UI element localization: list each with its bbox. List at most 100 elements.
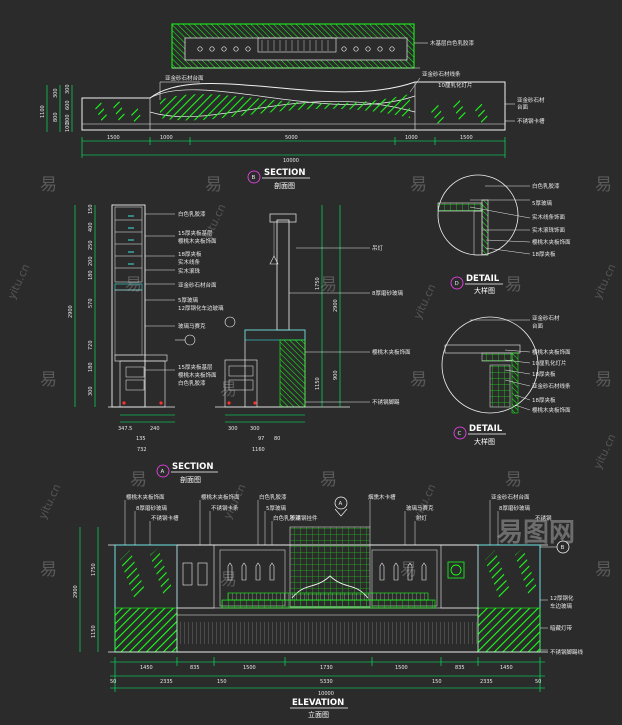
sb-dim: 400 xyxy=(88,222,94,232)
watermark: 易 xyxy=(320,275,337,295)
counter-top-glass xyxy=(244,329,306,341)
elev-vdim: 1150 xyxy=(91,625,97,638)
watermark: 易 xyxy=(40,370,57,390)
sb-mid-dim: 1750 xyxy=(315,277,321,290)
sb-mid-label: 吊灯 xyxy=(372,244,384,252)
sb-mid-dim: 2900 xyxy=(333,299,339,312)
elev-dim-lines xyxy=(79,527,545,692)
elev-bottles xyxy=(227,562,427,581)
counter-drawer xyxy=(228,365,254,377)
sb-dim: 1160 xyxy=(252,447,265,453)
detail-d-subheading: 大样图 xyxy=(474,286,495,295)
counter-glass-hatch xyxy=(160,94,410,121)
elev-door-handle xyxy=(182,562,193,586)
label-plan-right-2: 10厘乳化灯片 xyxy=(438,81,473,89)
detail-d-panel xyxy=(481,199,489,256)
elev-label: 玻璃马赛克 xyxy=(406,504,434,512)
watermark: 易 xyxy=(595,370,612,390)
counter-right-wing xyxy=(414,81,506,131)
dc-label: 亚金砂石材 xyxy=(532,314,560,322)
plan-dim: 1000 xyxy=(405,135,418,141)
detail-d-leaders xyxy=(469,185,531,255)
sb-dim: 97 xyxy=(258,436,264,442)
elevation-subheading: 立面图 xyxy=(308,710,329,719)
elev-label: 不锈钢 xyxy=(535,514,552,522)
label-plan-far-right-2: 台面 xyxy=(517,103,529,111)
plan-vdim: 800 xyxy=(53,112,59,122)
elev-dim: 1730 xyxy=(320,665,333,671)
detail-d-shelf xyxy=(437,202,483,212)
label-plan-left: 亚金砂石材台面 xyxy=(165,74,204,82)
detail-d-heading: DETAIL xyxy=(466,274,500,284)
watermark: 易 xyxy=(220,380,237,400)
section-a-letter: A xyxy=(161,469,165,475)
detail-c-subheading: 大样图 xyxy=(474,437,495,446)
watermark-url: yitu.cn xyxy=(36,482,64,521)
watermark-url: yitu.cn xyxy=(591,432,619,471)
watermark: 易 xyxy=(130,470,147,490)
plan-dim-total: 10000 xyxy=(283,158,299,164)
dc-label: 18厚夹板 xyxy=(532,396,556,404)
label-plan-right-1: 亚金砂石材线条 xyxy=(422,70,461,78)
elev-label: 不锈钢卡条 xyxy=(211,504,239,512)
sb-label: 玻璃马赛克 xyxy=(178,322,206,330)
detail-c-circle xyxy=(441,316,539,414)
dd-label: 18厚夹板 xyxy=(532,250,556,258)
cabinet-foot-marker xyxy=(159,401,163,405)
elevation-heading: ELEVATION xyxy=(292,698,344,708)
watermark: 易 xyxy=(40,560,57,580)
plan-dim: 1500 xyxy=(460,135,473,141)
watermark: 易 xyxy=(125,275,142,295)
detail-d: 白色乳胶漆 5厚玻璃 实木线条饰面 实木滚珠饰面 樱桃木夹板饰面 18厚夹板 D… xyxy=(437,174,571,295)
sb-dim: 240 xyxy=(150,426,160,432)
sb-dim: 720 xyxy=(88,340,94,350)
cabinet-mid xyxy=(114,289,143,356)
detail-callout-d xyxy=(224,316,236,328)
detail-c-mosaic xyxy=(489,364,511,408)
plan-vdim: 300 xyxy=(53,88,59,98)
counter-pattern-right xyxy=(430,96,489,126)
elev-glass-hatch xyxy=(120,550,145,600)
sb-label: 实木滚珠 xyxy=(178,267,201,275)
plan-header-slats xyxy=(261,40,329,51)
dc-label: 18厚夹板 xyxy=(532,370,556,378)
sb-label: 5厚玻璃 xyxy=(178,296,198,304)
section-a-title: A SECTION 剖面图 xyxy=(156,462,218,484)
top-plan: 木基层白色乳胶漆 亚金砂石材台面 亚金砂石材线条 10厘乳化灯片 亚金砂石材 台… xyxy=(40,23,545,164)
detail-d-letter: D xyxy=(455,281,459,287)
elev-counter-top xyxy=(221,599,436,609)
elev-label: 烟熏木卡槽 xyxy=(368,493,396,501)
elev-counter-slats xyxy=(177,622,478,644)
plan-dim: 5000 xyxy=(285,135,298,141)
section-b-letter: B xyxy=(252,175,256,181)
sb-mid-dim: 900 xyxy=(333,370,339,380)
elev-right-label: 不锈钢脚踢线 xyxy=(550,648,584,656)
sb-dim: 570 xyxy=(88,298,94,308)
section-b-column: 1150 1750 900 2900 300 300 97 80 1160 吊灯… xyxy=(215,205,411,453)
detail-c-letter: C xyxy=(458,431,462,437)
section-b-title: B SECTION 剖面图 xyxy=(247,168,310,190)
sb-label: 15厚夹板基层 xyxy=(178,363,213,371)
sb-dim: 347.5 xyxy=(118,426,132,432)
sb-label: 18厚夹板 xyxy=(178,250,202,258)
section-b-subheading: 剖面图 xyxy=(274,181,295,190)
sb-dim: 200 xyxy=(88,256,94,266)
elev-dim: 1450 xyxy=(140,665,153,671)
watermark-url: yitu.cn xyxy=(221,482,249,521)
elev-label: 不锈钢挂件 xyxy=(290,514,318,522)
watermark: 易 xyxy=(400,560,417,580)
elev-glass-hatch xyxy=(485,550,510,600)
foot-marker xyxy=(253,401,257,405)
elev-label: 樱桃木夹板饰面 xyxy=(126,493,165,501)
label-plan-far-right-3: 不锈钢卡槽 xyxy=(517,117,545,125)
sb-label: 白色乳胶漆 xyxy=(178,210,206,218)
dd-label: 实木滚珠饰面 xyxy=(532,226,566,234)
sb-label: 白色乳胶漆 xyxy=(178,379,206,387)
elev-panel xyxy=(176,544,215,609)
elev-label: 白色乳胶漆 xyxy=(273,514,301,522)
sb-dim: 135 xyxy=(136,436,146,442)
cabinet-shelves xyxy=(115,219,142,269)
cabinet-frame xyxy=(111,204,146,408)
watermark-url: yitu.cn xyxy=(5,262,33,301)
